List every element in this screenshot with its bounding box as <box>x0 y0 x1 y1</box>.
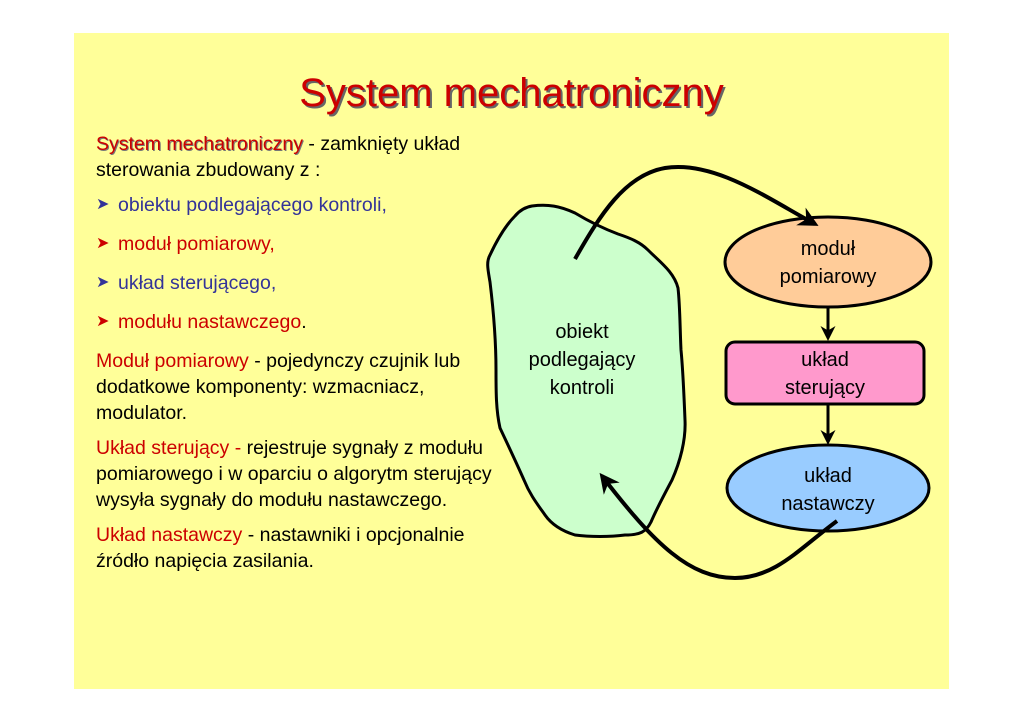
definition-term: Moduł pomiarowy <box>96 350 249 372</box>
intro-paragraph: System mechatroniczny - zamknięty układ … <box>96 131 496 183</box>
arrowhead-bullet-icon: ➤ <box>96 274 110 291</box>
object-label-line-1: obiekt <box>555 321 609 343</box>
list-item: ➤ moduł pomiarowy, <box>96 231 496 257</box>
control-label-line-2: sterujący <box>785 377 865 399</box>
list-item-text: obiektu podlegającego kontroli, <box>118 194 387 216</box>
actuator-ellipse <box>725 443 931 533</box>
control-unit-box <box>724 340 926 406</box>
list-item-text: układ sterującego, <box>118 272 277 294</box>
slide-title: System mechatroniczny <box>299 71 724 115</box>
intro-term: System mechatroniczny <box>96 133 303 155</box>
intro-text: - zamknięty układ sterowania zbudowany z… <box>96 133 461 181</box>
measurement-label-line-2: pomiarowy <box>780 266 877 288</box>
definition-term: Układ sterujący - <box>96 437 242 459</box>
arrowhead-bullet-icon: ➤ <box>96 235 110 252</box>
list-item-text: moduł pomiarowy, <box>118 233 275 255</box>
text-column: System mechatroniczny - zamknięty układ … <box>96 131 496 583</box>
definition-measurement: Moduł pomiarowy - pojedynczy czujnik lub… <box>96 348 496 426</box>
actuator-label-line-2: nastawczy <box>781 493 874 515</box>
list-item-text: modułu nastawczego <box>118 311 302 333</box>
arrowhead-bullet-icon: ➤ <box>96 196 110 213</box>
arrow-object-to-measurement <box>573 164 819 260</box>
measurement-module-ellipse <box>723 215 933 309</box>
list-item: ➤ modułu nastawczego. <box>96 309 496 335</box>
object-label-line-3: kontroli <box>550 377 614 399</box>
list-item-suffix: . <box>301 311 307 333</box>
measurement-label-line-1: moduł <box>801 238 856 260</box>
definition-actuator: Układ nastawczy - nastawniki i opcjonaln… <box>96 522 496 574</box>
definition-term: Układ nastawczy <box>96 524 243 546</box>
list-item: ➤ obiektu podlegającego kontroli, <box>96 192 496 218</box>
object-label-line-2: podlegający <box>529 349 636 371</box>
list-item: ➤ układ sterującego, <box>96 270 496 296</box>
definition-text: - pojedynczy czujnik lub dodatkowe kompo… <box>96 350 461 424</box>
arrow-actuator-to-object <box>599 472 839 581</box>
component-list: ➤ obiektu podlegającego kontroli, ➤ moduł … <box>96 192 496 335</box>
definition-text: rejestruje sygnały z modułu pomiarowego … <box>96 437 492 511</box>
control-label-line-1: układ <box>801 349 849 371</box>
actuator-label-line-1: układ <box>804 465 852 487</box>
definition-text: - nastawniki i opcjonalnie źródło napięc… <box>96 524 465 572</box>
object-blob <box>486 203 687 538</box>
arrowhead-bullet-icon: ➤ <box>96 313 110 330</box>
definition-control: Układ sterujący - rejestruje sygnały z m… <box>96 435 496 513</box>
